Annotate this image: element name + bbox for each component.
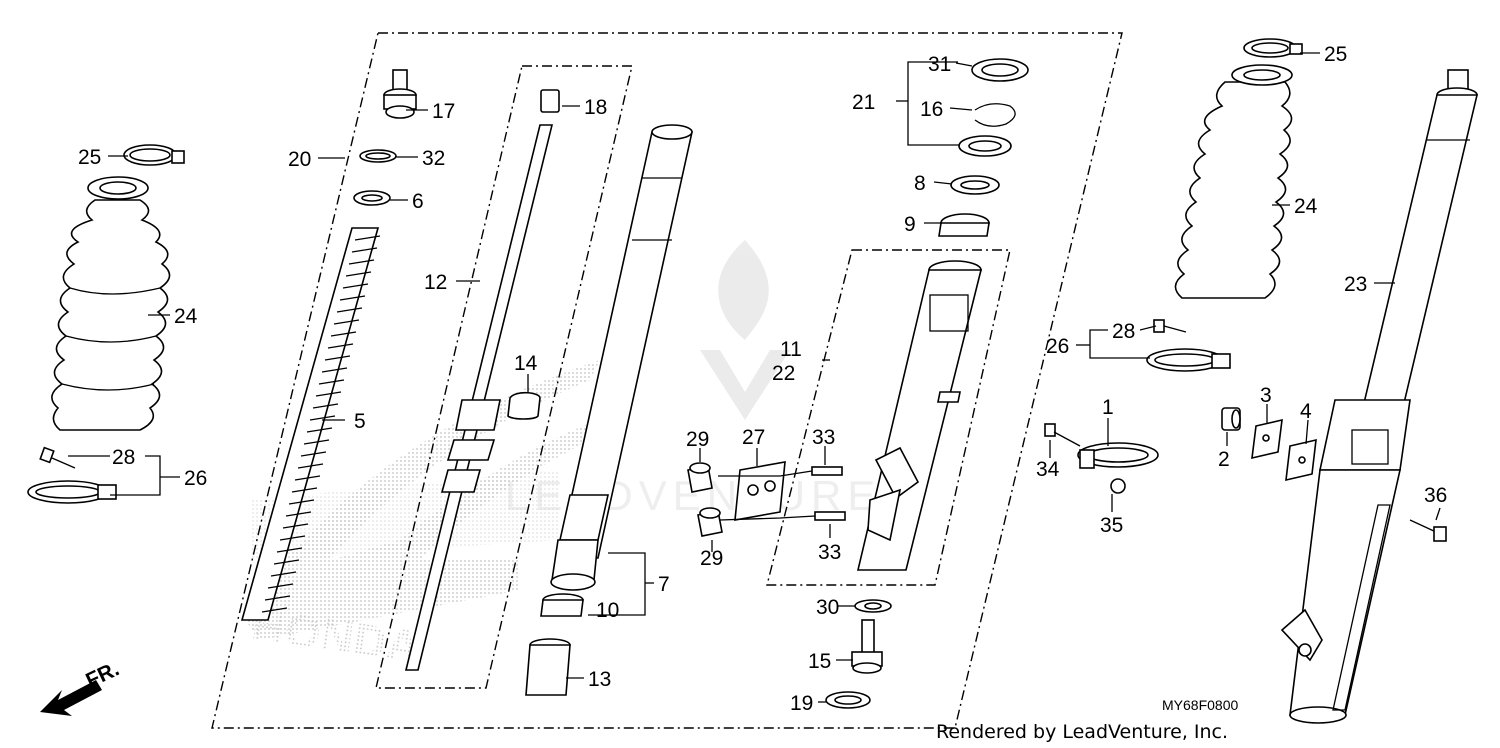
- nut-29-lower: [697, 507, 723, 537]
- oil-seal-main: [958, 135, 1012, 157]
- inner-fork-tube-7: [550, 124, 693, 591]
- right-bolt-28: [1153, 319, 1187, 333]
- callout-20: 20: [288, 148, 311, 171]
- washer-30: [854, 599, 892, 613]
- stud-33-upper: [811, 466, 843, 476]
- guide-collar-13: [525, 638, 571, 696]
- callout-33-upper: 33: [812, 426, 835, 449]
- diagram-code: MY68F0800: [1162, 697, 1238, 713]
- right-clamp-top-25: [1243, 38, 1303, 58]
- callout-28-left: 28: [112, 446, 135, 469]
- callout-21: 21: [852, 91, 875, 114]
- spring-seat-6: [353, 190, 391, 206]
- callout-4: 4: [1300, 400, 1312, 423]
- callout-25-right: 25: [1324, 43, 1347, 66]
- callout-24-left: 24: [174, 305, 198, 328]
- callout-23: 23: [1344, 273, 1367, 296]
- center-bolt-15: [851, 619, 883, 674]
- back-up-ring-8: [950, 175, 1000, 195]
- callout-16: 16: [920, 98, 943, 121]
- axle-holder-27: [734, 461, 786, 521]
- callout-3: 3: [1260, 384, 1272, 407]
- fork-slider-11: [856, 260, 983, 571]
- callout-35: 35: [1100, 514, 1123, 537]
- callout-6: 6: [412, 190, 424, 213]
- callout-11: 11: [780, 338, 802, 361]
- callout-10: 10: [596, 599, 619, 622]
- inner-rod-frame: [375, 65, 633, 689]
- complete-fork-23: [1280, 69, 1479, 724]
- fork-cap-bolt-17: [383, 69, 417, 119]
- damper-rod-12: [404, 89, 560, 671]
- callout-32: 32: [422, 147, 445, 170]
- right-clamp-bottom-26: [1146, 348, 1231, 372]
- callout-31: 31: [928, 53, 951, 76]
- callout-18: 18: [584, 96, 607, 119]
- seal-19: [825, 691, 871, 709]
- callout-26-left: 26: [184, 467, 207, 490]
- nut-35: [1110, 478, 1126, 494]
- callout-28-right: 28: [1112, 320, 1135, 343]
- callout-8: 8: [914, 172, 926, 195]
- callout-2: 2: [1218, 448, 1230, 471]
- left-clamp-top-25: [123, 144, 185, 166]
- callout-34: 34: [1036, 458, 1060, 481]
- callout-25-left: 25: [78, 146, 101, 169]
- guide-plate-3: [1251, 418, 1283, 460]
- bolt-34: [1044, 423, 1081, 447]
- callout-numbers: 25 24 28 26 20 5 17 32 6 12 18 14 7 10 1…: [78, 43, 1447, 715]
- callout-12: 12: [424, 271, 447, 294]
- stud-33-lower: [814, 511, 846, 521]
- bolt-36: [1409, 519, 1447, 542]
- callout-13: 13: [588, 668, 611, 691]
- credit-line: Rendered by LeadVenture, Inc.: [936, 721, 1228, 743]
- callout-24-right: 24: [1294, 195, 1318, 218]
- callout-36: 36: [1424, 484, 1447, 507]
- clamp-band-1: [1077, 442, 1159, 469]
- stopper-ring-16: [974, 103, 1016, 127]
- callout-26-right: 26: [1046, 335, 1069, 358]
- guide-plate-4: [1285, 438, 1317, 482]
- slide-bushing-10: [540, 593, 584, 617]
- nut-29-upper: [687, 462, 713, 493]
- main-group-frame: [211, 32, 1123, 729]
- callout-30: 30: [816, 596, 839, 619]
- collar-2: [1221, 407, 1241, 431]
- callout-15: 15: [808, 650, 831, 673]
- dust-seal-31: [971, 58, 1029, 82]
- front-direction-arrow: FR.: [40, 657, 123, 716]
- callout-1: 1: [1102, 396, 1114, 419]
- callout-27: 27: [742, 426, 765, 449]
- guide-bushing-9: [938, 213, 990, 237]
- callout-9: 9: [904, 213, 916, 236]
- right-fork-boot-24: [1174, 64, 1293, 299]
- callout-33-lower: 33: [818, 541, 841, 564]
- fork-spring-5: [240, 227, 381, 621]
- callout-29-lower: 29: [700, 547, 723, 570]
- leader-lines: [68, 52, 1441, 703]
- callout-19: 19: [790, 692, 813, 715]
- callout-7: 7: [658, 573, 670, 596]
- left-clamp-bottom-26: [27, 480, 117, 504]
- callout-17: 17: [432, 100, 455, 123]
- left-bolt-28: [39, 446, 76, 469]
- callout-5: 5: [354, 410, 366, 433]
- left-fork-boot-24: [51, 176, 171, 431]
- callout-22: 22: [772, 362, 795, 385]
- callout-29-upper: 29: [686, 428, 709, 451]
- o-ring-32: [359, 149, 397, 163]
- callout-14: 14: [514, 352, 538, 375]
